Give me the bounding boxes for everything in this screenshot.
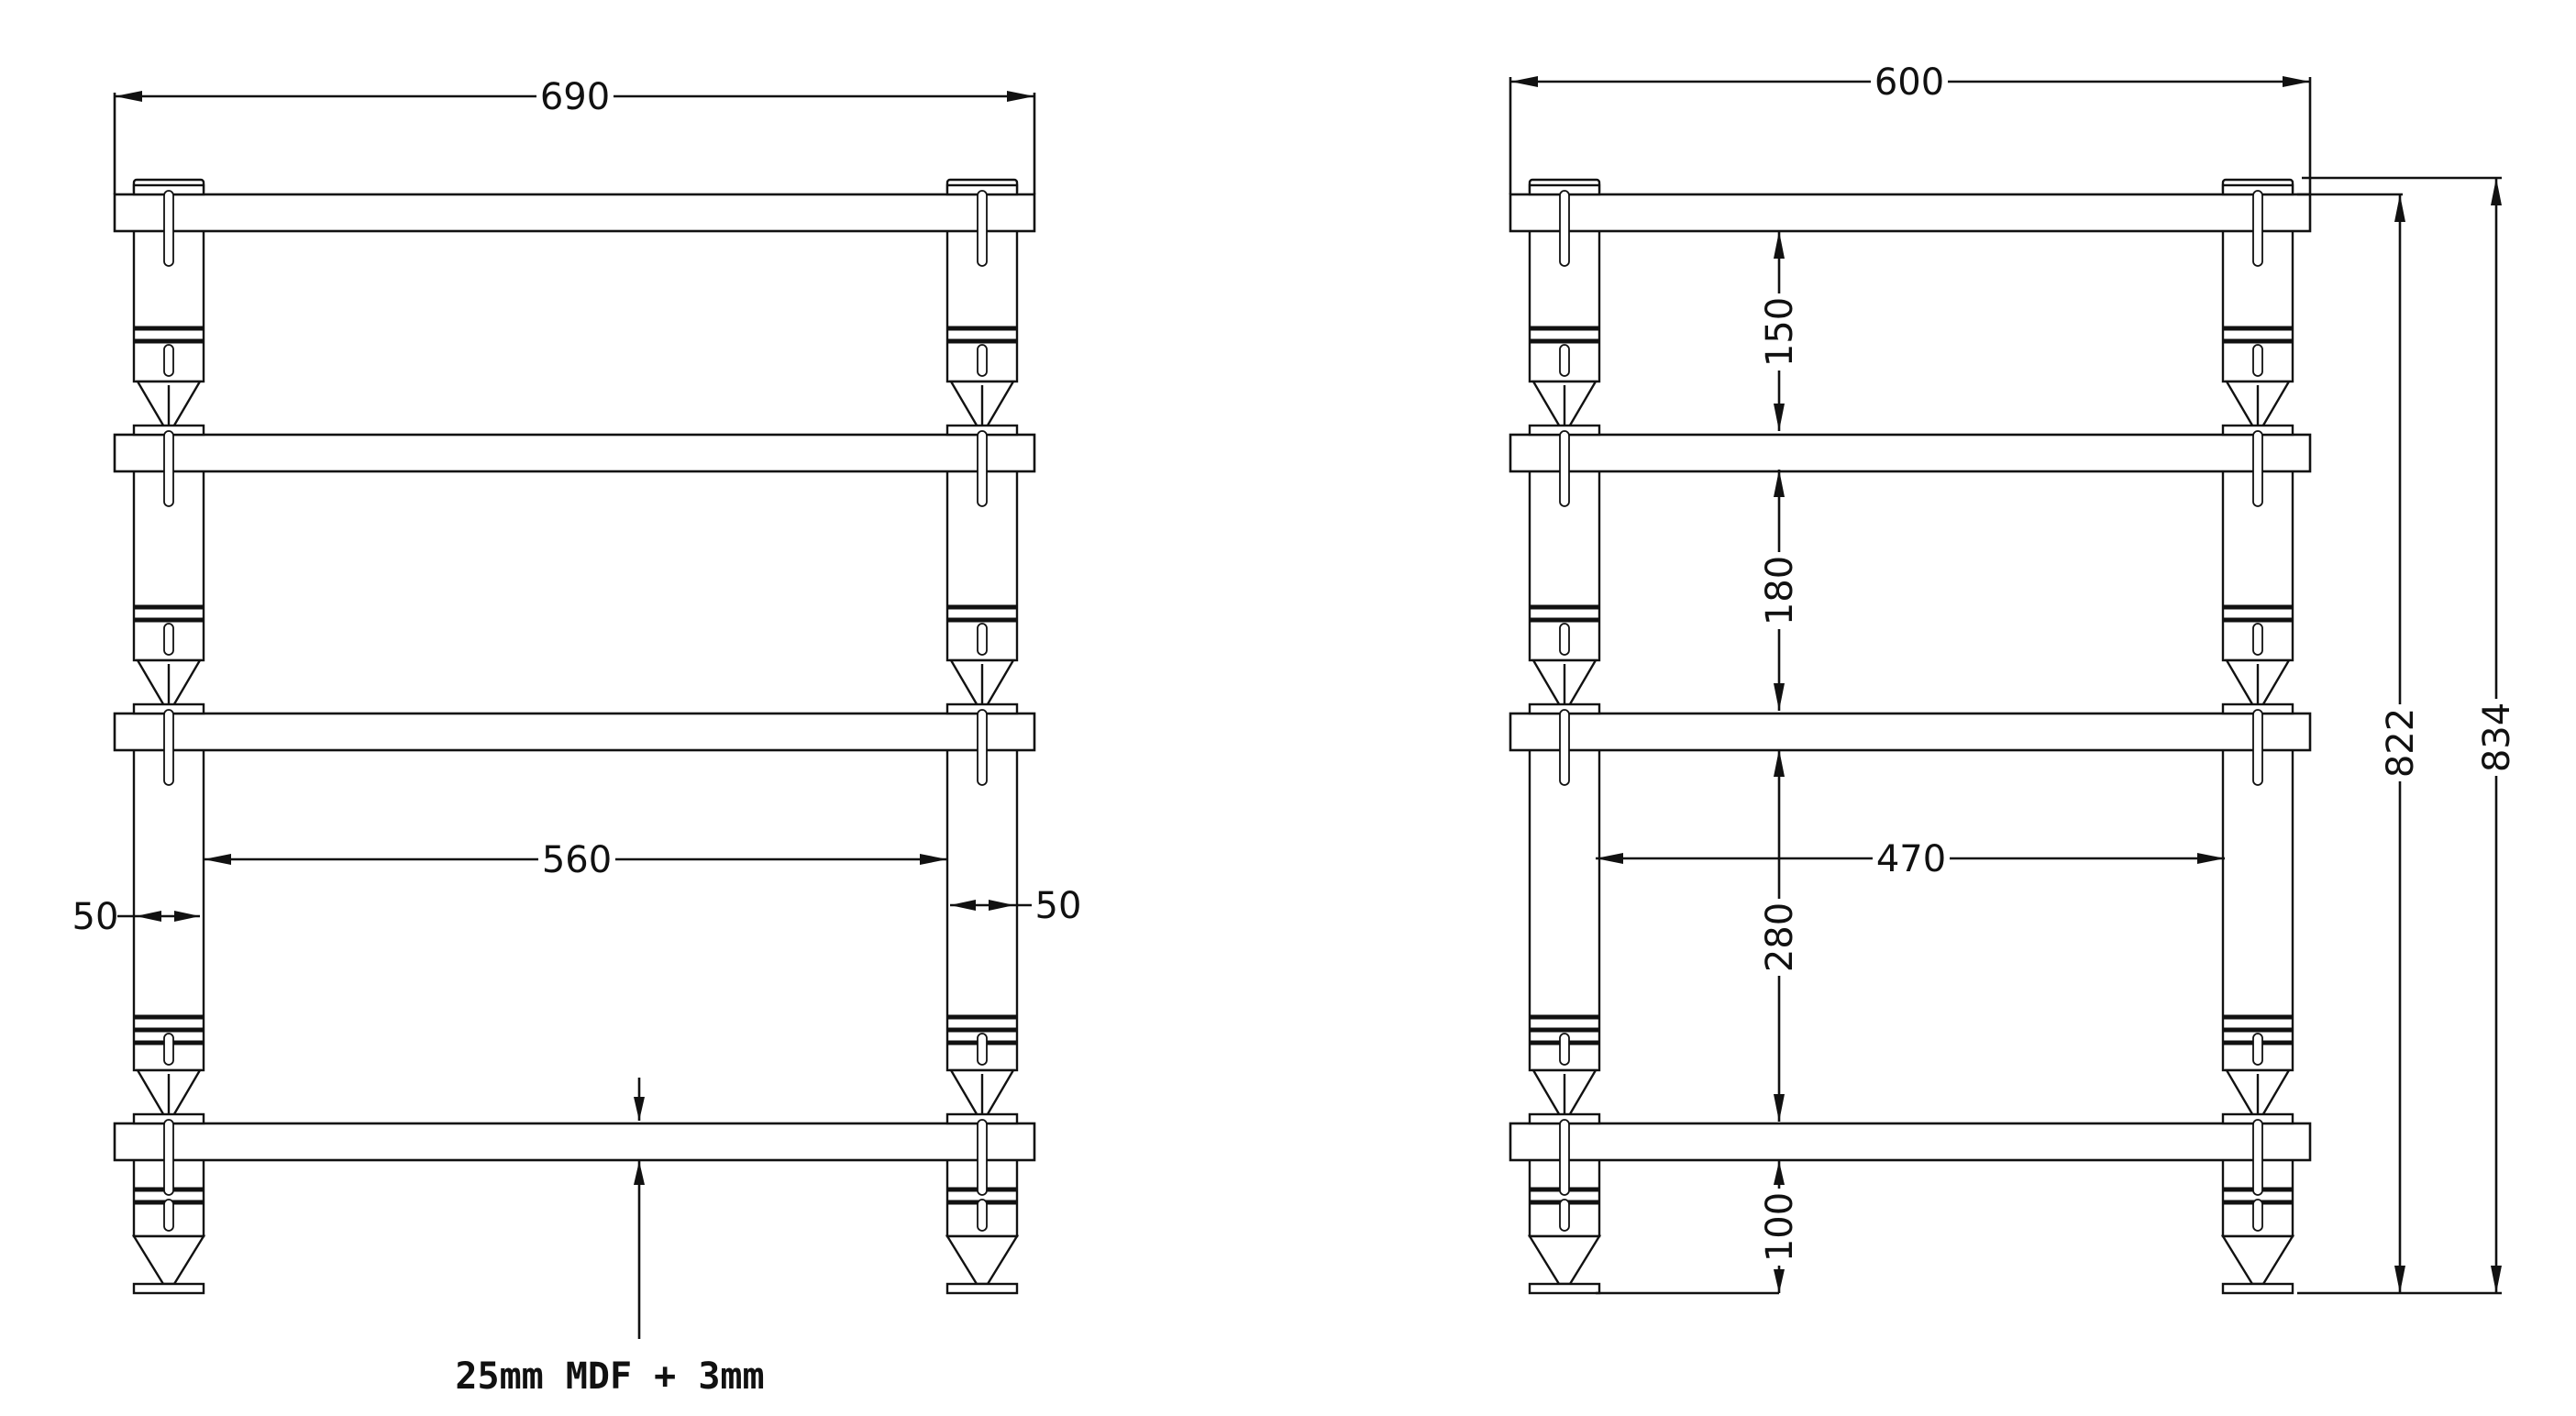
- front-view: 690 560 50 50: [72, 76, 1082, 1398]
- bolt-slot: [977, 430, 988, 507]
- bolt-slot: [1559, 430, 1570, 507]
- post-slot: [2252, 1199, 2263, 1232]
- dimension-inner-span: 560: [204, 839, 947, 881]
- post-slot: [977, 1033, 988, 1066]
- height-822-label: 822: [2380, 708, 2422, 778]
- bolt-slot: [163, 430, 174, 507]
- dimension-post-width-left: 50: [72, 896, 200, 938]
- spike-cone: [1527, 1234, 1602, 1286]
- shelf-board: [113, 193, 1036, 233]
- bolt-slot: [2252, 1119, 2263, 1196]
- spike-cone: [131, 1234, 206, 1286]
- bolt-slot: [163, 190, 174, 267]
- dimension-post-width-right: 50: [950, 885, 1081, 927]
- post-slot: [1559, 1199, 1570, 1232]
- floor-pad: [2221, 1282, 2294, 1295]
- shelf-thickness-callout: 25mm MDF + 3mm: [455, 1078, 765, 1398]
- post-slot: [2252, 344, 2263, 377]
- support-post: [2221, 745, 2294, 1072]
- floor-pad: [1528, 1282, 1601, 1295]
- post-slot: [977, 623, 988, 656]
- spike-cone: [2220, 1234, 2295, 1286]
- spike-cone: [945, 1234, 1020, 1286]
- bolt-slot: [2252, 430, 2263, 507]
- post-slot: [1559, 344, 1570, 377]
- side-view: 600 470 150 180 280: [1509, 61, 2518, 1295]
- height-834-label: 834: [2476, 702, 2518, 772]
- post-slot: [2252, 1033, 2263, 1066]
- dimension-overall-width: 690: [113, 76, 1036, 194]
- material-note: 25mm MDF + 3mm: [455, 1355, 764, 1398]
- post-width-left-label: 50: [72, 896, 119, 938]
- post-slot: [163, 344, 174, 377]
- support-post: [1528, 745, 1601, 1072]
- gap-label-4: 100: [1759, 1192, 1801, 1262]
- overall-width-label: 690: [540, 76, 610, 118]
- dimension-overall-depth: 600: [1509, 61, 2312, 194]
- gap-label-1: 150: [1759, 297, 1801, 367]
- gap-label-2: 180: [1759, 556, 1801, 625]
- bolt-slot: [163, 1119, 174, 1196]
- shelf-board: [1509, 712, 2312, 752]
- bolt-slot: [1559, 1119, 1570, 1196]
- bolt-slot: [977, 709, 988, 786]
- bolt-slot: [1559, 709, 1570, 786]
- dimension-side-inner-span: 470: [1596, 838, 2225, 880]
- shelf-board: [113, 433, 1036, 473]
- support-post: [945, 745, 1019, 1072]
- dimension-overall-heights: 822 834: [2297, 176, 2518, 1295]
- post-slot: [163, 1033, 174, 1066]
- shelf-board: [113, 1122, 1036, 1162]
- floor-pad: [945, 1282, 1019, 1295]
- bolt-slot: [1559, 190, 1570, 267]
- post-width-right-label: 50: [1035, 885, 1082, 927]
- shelf-board: [1509, 1122, 2312, 1162]
- overall-depth-label: 600: [1874, 61, 1944, 104]
- shelf-board: [113, 712, 1036, 752]
- post-slot: [2252, 623, 2263, 656]
- inner-span-label: 560: [542, 839, 612, 881]
- front-rack-assembly: [113, 178, 1036, 1295]
- bolt-slot: [977, 1119, 988, 1196]
- post-slot: [163, 1199, 174, 1232]
- post-slot: [1559, 623, 1570, 656]
- gap-label-3: 280: [1759, 902, 1801, 972]
- dimension-shelf-gaps: 150 180 280 100: [1596, 231, 1801, 1295]
- bolt-slot: [977, 190, 988, 267]
- support-post: [132, 745, 205, 1072]
- floor-pad: [132, 1282, 205, 1295]
- bolt-slot: [163, 709, 174, 786]
- bolt-slot: [2252, 190, 2263, 267]
- shelf-board: [1509, 433, 2312, 473]
- shelf-board: [1509, 193, 2312, 233]
- side-inner-span-label: 470: [1876, 838, 1946, 880]
- post-slot: [977, 1199, 988, 1232]
- post-slot: [977, 344, 988, 377]
- side-rack-assembly: [1509, 178, 2312, 1295]
- post-slot: [1559, 1033, 1570, 1066]
- post-slot: [163, 623, 174, 656]
- bolt-slot: [2252, 709, 2263, 786]
